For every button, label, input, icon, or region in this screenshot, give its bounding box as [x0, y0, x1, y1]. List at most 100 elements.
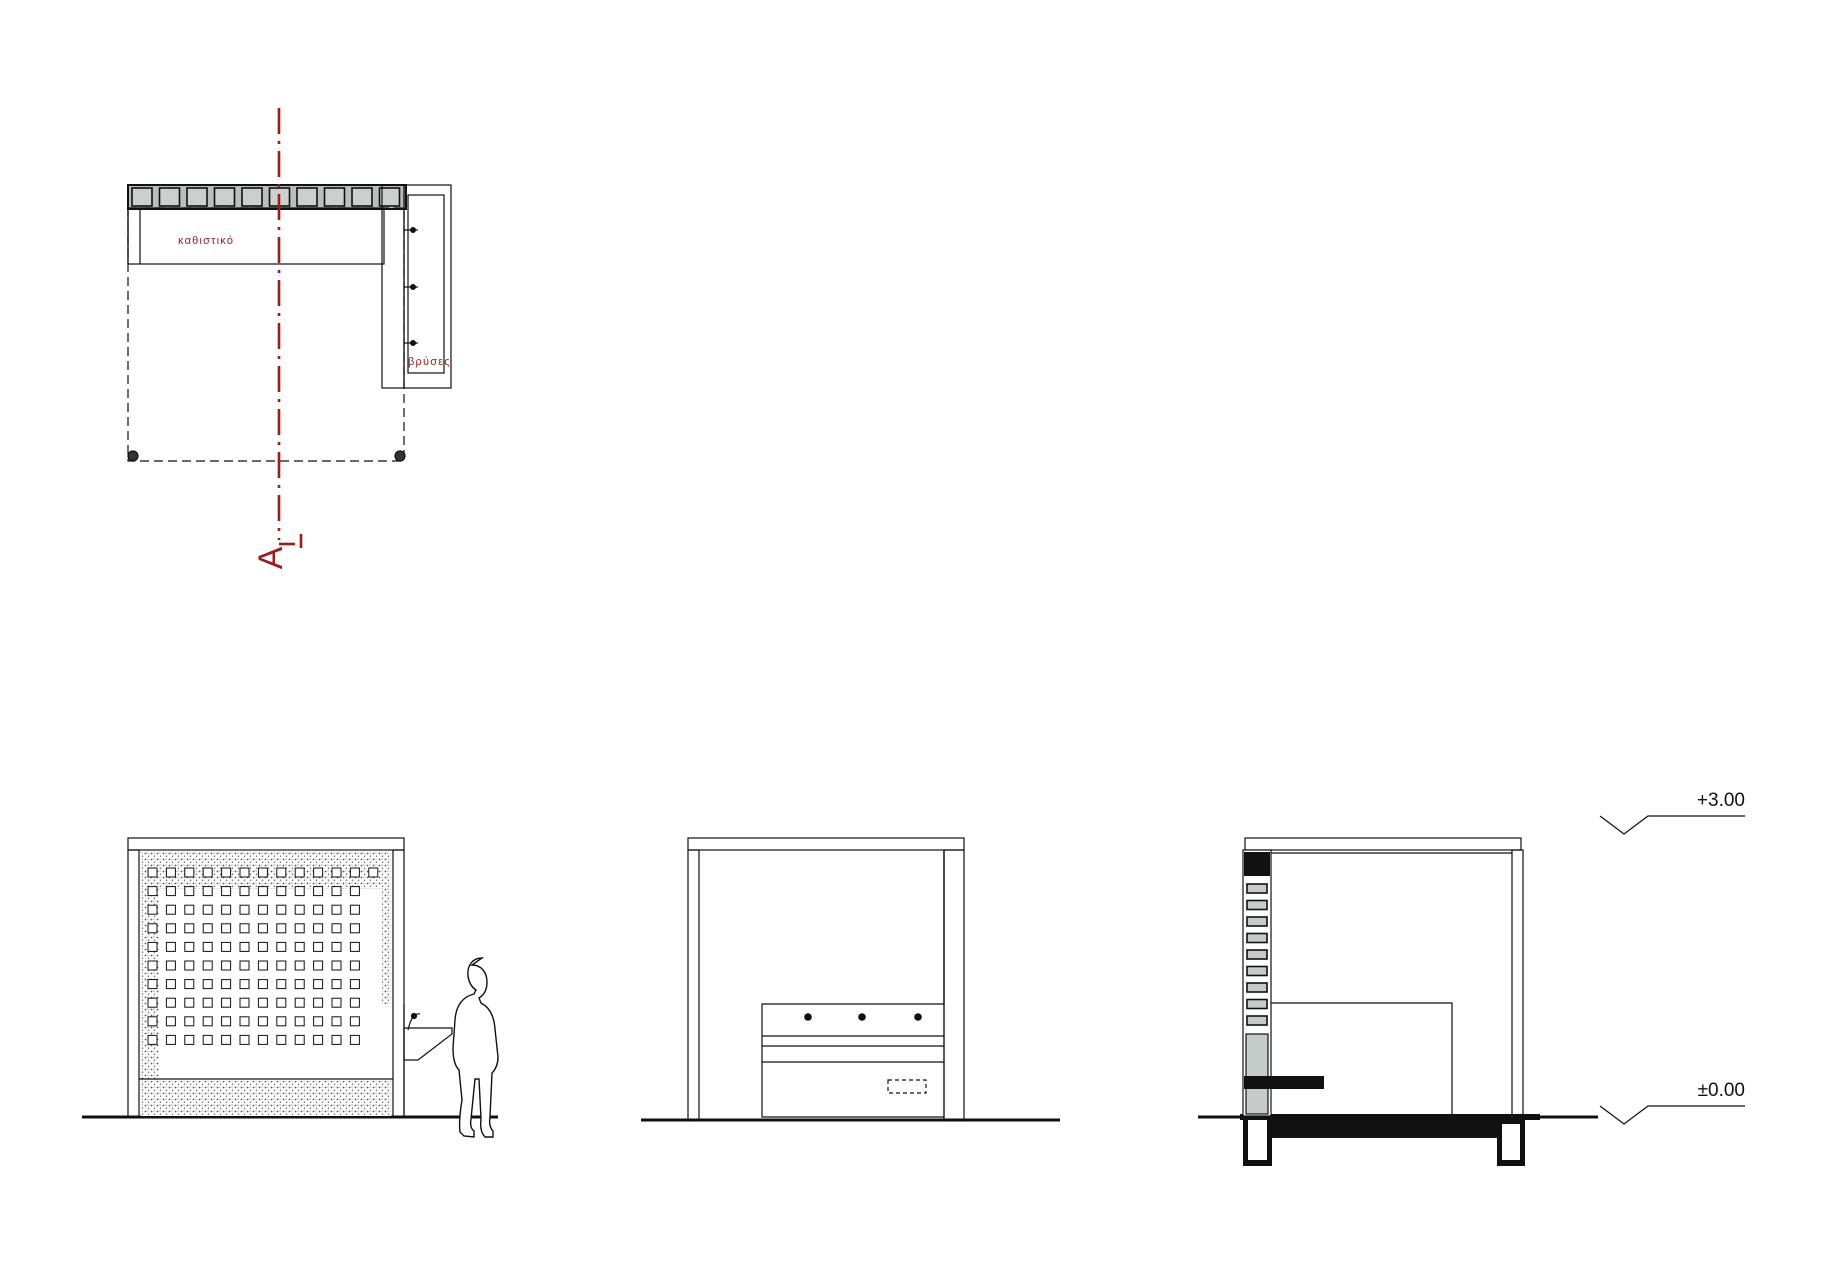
vent-opening	[257, 904, 268, 915]
vent-opening	[221, 867, 232, 878]
vent-opening	[239, 941, 250, 952]
vent-opening	[221, 904, 232, 915]
vent-opening	[239, 886, 250, 897]
vent-opening	[202, 941, 213, 952]
vent-opening	[184, 1016, 195, 1027]
vent-opening	[202, 1034, 213, 1045]
section-block	[1246, 965, 1268, 977]
vent-opening	[165, 904, 176, 915]
vent-opening	[331, 867, 342, 878]
vent-opening	[313, 904, 324, 915]
vent-opening	[147, 979, 158, 990]
vent-opening	[294, 979, 305, 990]
tap-icon	[804, 1013, 812, 1021]
perforated-block-wall	[147, 867, 379, 1045]
vent-opening	[257, 960, 268, 971]
block-unit	[378, 187, 401, 207]
block-unit	[323, 187, 346, 207]
vent-opening	[184, 886, 195, 897]
column-icon	[394, 450, 406, 462]
vent-opening	[202, 867, 213, 878]
vent-opening	[294, 867, 305, 878]
vent-opening	[184, 997, 195, 1008]
vent-opening	[276, 867, 287, 878]
gravel-fill-right	[382, 889, 391, 1004]
vent-opening	[276, 923, 287, 934]
roof-outline	[127, 207, 405, 462]
vent-opening	[276, 941, 287, 952]
vent-opening	[147, 1016, 158, 1027]
vent-opening	[184, 941, 195, 952]
vent-opening	[257, 923, 268, 934]
vent-opening	[349, 979, 360, 990]
vent-opening	[349, 1016, 360, 1027]
vent-opening	[331, 1016, 342, 1027]
vent-opening	[313, 886, 324, 897]
foundation-slab	[1240, 1114, 1540, 1166]
tap-icon	[914, 1013, 922, 1021]
vent-opening	[221, 886, 232, 897]
vent-opening	[331, 1034, 342, 1045]
vent-opening	[257, 1016, 268, 1027]
vent-opening	[331, 997, 342, 1008]
vent-opening	[147, 941, 158, 952]
section-block	[1246, 998, 1268, 1010]
vent-opening	[184, 867, 195, 878]
vent-opening	[349, 904, 360, 915]
bench-outline	[127, 207, 385, 265]
column-icon	[127, 450, 139, 462]
vent-opening	[184, 979, 195, 990]
vent-opening	[147, 960, 158, 971]
vent-opening	[349, 960, 360, 971]
vent-opening	[331, 979, 342, 990]
vent-opening	[239, 867, 250, 878]
vent-opening	[276, 1034, 287, 1045]
vent-opening	[276, 979, 287, 990]
section-cut-line	[277, 108, 303, 548]
vent-opening	[165, 941, 176, 952]
vent-opening	[313, 867, 324, 878]
vent-opening	[221, 1034, 232, 1045]
block-unit	[296, 187, 318, 207]
label-taps: βρύσες	[408, 356, 451, 368]
level-ground-label: ±0.00	[1698, 1080, 1745, 1101]
vent-opening	[147, 867, 158, 878]
vent-opening	[202, 923, 213, 934]
vent-opening	[184, 960, 195, 971]
vent-opening	[221, 997, 232, 1008]
vent-opening	[276, 904, 287, 915]
vent-opening	[184, 923, 195, 934]
vent-opening	[313, 1016, 324, 1027]
bench-section	[1244, 1076, 1324, 1089]
block-wall-strip	[127, 184, 407, 210]
vent-opening	[221, 979, 232, 990]
block-unit	[213, 187, 236, 207]
vent-opening	[239, 1034, 250, 1045]
vent-opening	[276, 886, 287, 897]
section-block	[1246, 883, 1268, 894]
vent-opening	[349, 997, 360, 1008]
vent-opening	[202, 904, 213, 915]
block-unit	[241, 187, 263, 207]
vent-opening	[294, 886, 305, 897]
vent-opening	[147, 886, 158, 897]
vent-opening	[165, 997, 176, 1008]
block-unit	[131, 187, 153, 207]
level-top-label: +3.00	[1697, 790, 1745, 811]
vent-opening	[221, 941, 232, 952]
vent-opening	[294, 960, 305, 971]
vent-opening	[165, 979, 176, 990]
level-marker-ground	[1599, 1105, 1745, 1125]
vent-opening	[294, 923, 305, 934]
vent-opening	[294, 904, 305, 915]
counter-wall	[761, 850, 945, 1118]
vent-opening	[239, 923, 250, 934]
vent-opening	[349, 886, 360, 897]
vent-opening	[313, 923, 324, 934]
vent-opening	[165, 960, 176, 971]
vent-opening	[294, 941, 305, 952]
section-block	[1246, 932, 1268, 944]
tap-icons	[404, 227, 418, 347]
section-block	[1246, 1015, 1268, 1026]
vent-opening	[239, 1016, 250, 1027]
